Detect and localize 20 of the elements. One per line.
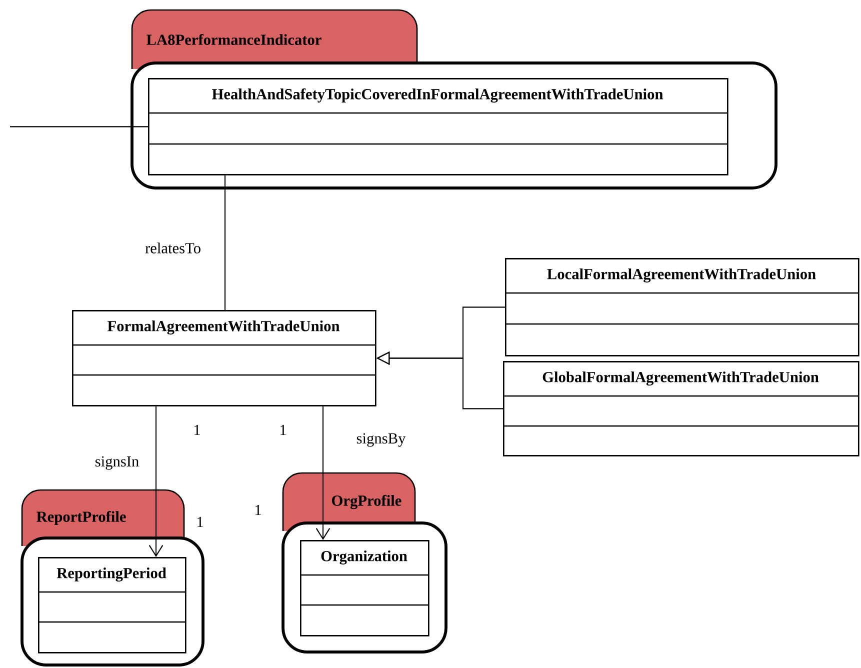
edge-label: signsBy [354, 432, 408, 448]
connector [224, 175, 226, 310]
edge-label: signsIn [94, 454, 140, 472]
node-label: LA8PerformanceIndicator [146, 34, 322, 45]
multiplicity-label: 1 [194, 424, 200, 436]
node-label: ReportProfile [36, 510, 126, 526]
class-box: LocalFormalAgreementWithTradeUnion [505, 258, 860, 356]
class-box: GlobalFormalAgreementWithTradeUnion [503, 360, 860, 456]
class-box: ReportingPeriod [38, 556, 186, 654]
node-label: OrgProfile [332, 494, 402, 510]
class-box: FormalAgreementWithTradeUnion [72, 310, 376, 406]
class-box: HealthAndSafetyTopicCoveredInFormalAgreementWithTradeUnion [148, 78, 728, 176]
multiplicity-label: 1 [280, 424, 286, 436]
class-box: Organization [300, 540, 430, 636]
connector [148, 406, 164, 557]
multiplicity-label: 1 [256, 504, 261, 516]
connector [10, 126, 148, 128]
edge-label: relatesTo [144, 241, 202, 255]
multiplicity-label: 1 [198, 516, 203, 528]
connector [316, 406, 330, 540]
